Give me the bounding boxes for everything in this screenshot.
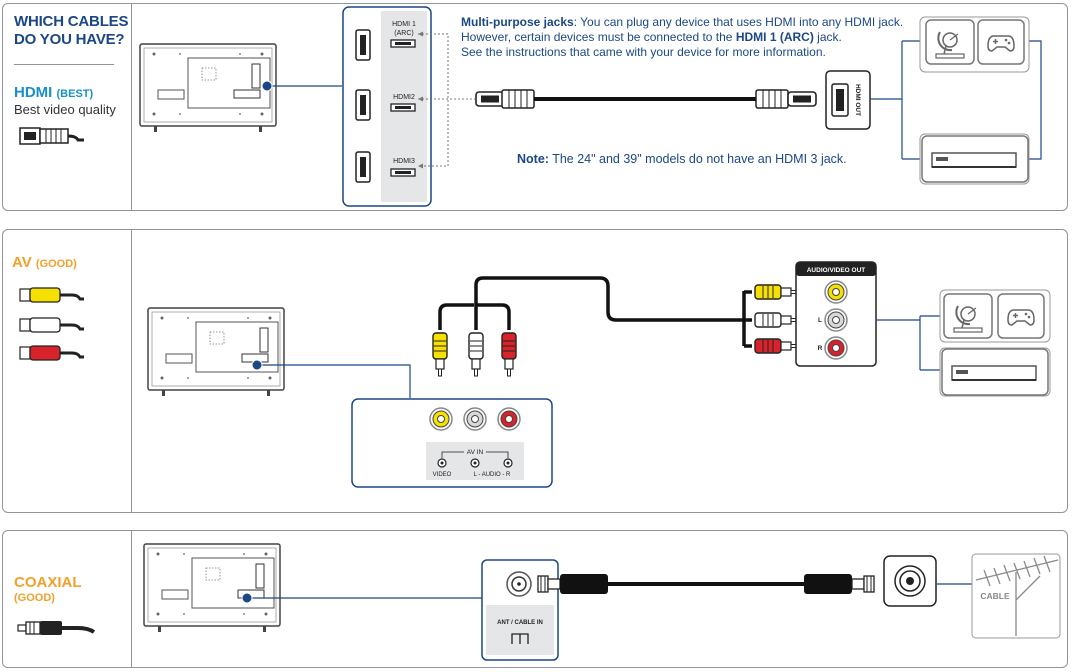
game-console-icon bbox=[997, 293, 1045, 339]
satellite-dish-icon bbox=[943, 293, 993, 339]
av-cable-name: AV (GOOD) bbox=[12, 254, 77, 271]
model-note: Note: The 24" and 39" models do not have… bbox=[517, 152, 847, 166]
tv-back-illustration bbox=[143, 543, 281, 633]
av-cable-icons bbox=[19, 287, 84, 361]
device-bracket bbox=[870, 40, 1042, 160]
coax-cable bbox=[537, 574, 875, 594]
set-top-box-icon bbox=[941, 348, 1049, 396]
device-bracket bbox=[876, 315, 940, 371]
audio-left-jack bbox=[463, 407, 487, 431]
jack-label-hdmi2: HDMI2 bbox=[393, 94, 415, 101]
panel-divider bbox=[131, 4, 132, 210]
panel-divider bbox=[131, 531, 132, 667]
callout-line bbox=[257, 364, 411, 398]
source-devices bbox=[939, 289, 1051, 397]
coax-cable-name: COAXIAL (GOOD) bbox=[14, 574, 82, 604]
cable-label: CABLE bbox=[980, 591, 1010, 601]
hdmi-description: Best video quality bbox=[14, 102, 116, 117]
multipurpose-note: Multi-purpose jacks: You can plug any de… bbox=[461, 15, 904, 59]
callout-dot bbox=[241, 592, 253, 604]
hdmi-cable-name: HDMI (BEST) bbox=[14, 84, 94, 101]
jack-label-hdmi1: HDMI 1 bbox=[392, 21, 416, 28]
ant-cable-in-label: ANT / CABLE IN bbox=[497, 620, 543, 626]
hdmi-jack-panel: HDMI 1 (ARC) HDMI2 HDMI3 bbox=[342, 6, 432, 207]
hdmi-out-label: HDMI OUT bbox=[854, 84, 861, 116]
av-in-panel: AV IN VIDEO L - AUDIO - R bbox=[351, 398, 553, 488]
callout-dot bbox=[261, 80, 273, 92]
hdmi-cable bbox=[475, 89, 817, 109]
coax-cable-icon bbox=[17, 621, 96, 635]
heading-rule bbox=[14, 64, 114, 65]
hdmi-out-port: HDMI OUT bbox=[825, 70, 871, 130]
game-console-icon bbox=[977, 19, 1025, 65]
satellite-dish-icon bbox=[925, 19, 975, 65]
hdmi-cable-icon bbox=[19, 127, 84, 145]
left-label: L bbox=[818, 317, 822, 324]
video-label: VIDEO bbox=[433, 472, 452, 478]
right-label: R bbox=[818, 345, 823, 352]
av-cable bbox=[432, 276, 799, 377]
source-devices bbox=[919, 16, 1030, 185]
wall-coax-jack bbox=[883, 555, 937, 607]
panel-divider bbox=[131, 230, 132, 512]
video-jack bbox=[429, 407, 453, 431]
callout-dot bbox=[251, 359, 263, 371]
cable-antenna-box: CABLE bbox=[971, 553, 1061, 639]
set-top-box-icon bbox=[921, 135, 1029, 183]
audio-right-jack bbox=[497, 407, 521, 431]
ant-cable-in-panel: ANT / CABLE IN bbox=[481, 559, 559, 661]
tv-back-illustration bbox=[139, 43, 277, 133]
tv-back-illustration bbox=[147, 307, 285, 397]
av-out-label: AUDIO/VIDEO OUT bbox=[807, 267, 866, 274]
jack-label-arc: (ARC) bbox=[394, 30, 413, 37]
jack-guide-lines bbox=[418, 33, 475, 167]
jack-label-hdmi3: HDMI3 bbox=[393, 158, 415, 165]
av-out-panel: AUDIO/VIDEO OUT L R bbox=[795, 261, 877, 367]
audio-label: L - AUDIO - R bbox=[474, 472, 511, 478]
av-in-label: AV IN bbox=[467, 449, 484, 456]
page-heading: WHICH CABLES DO YOU HAVE? bbox=[14, 13, 129, 48]
